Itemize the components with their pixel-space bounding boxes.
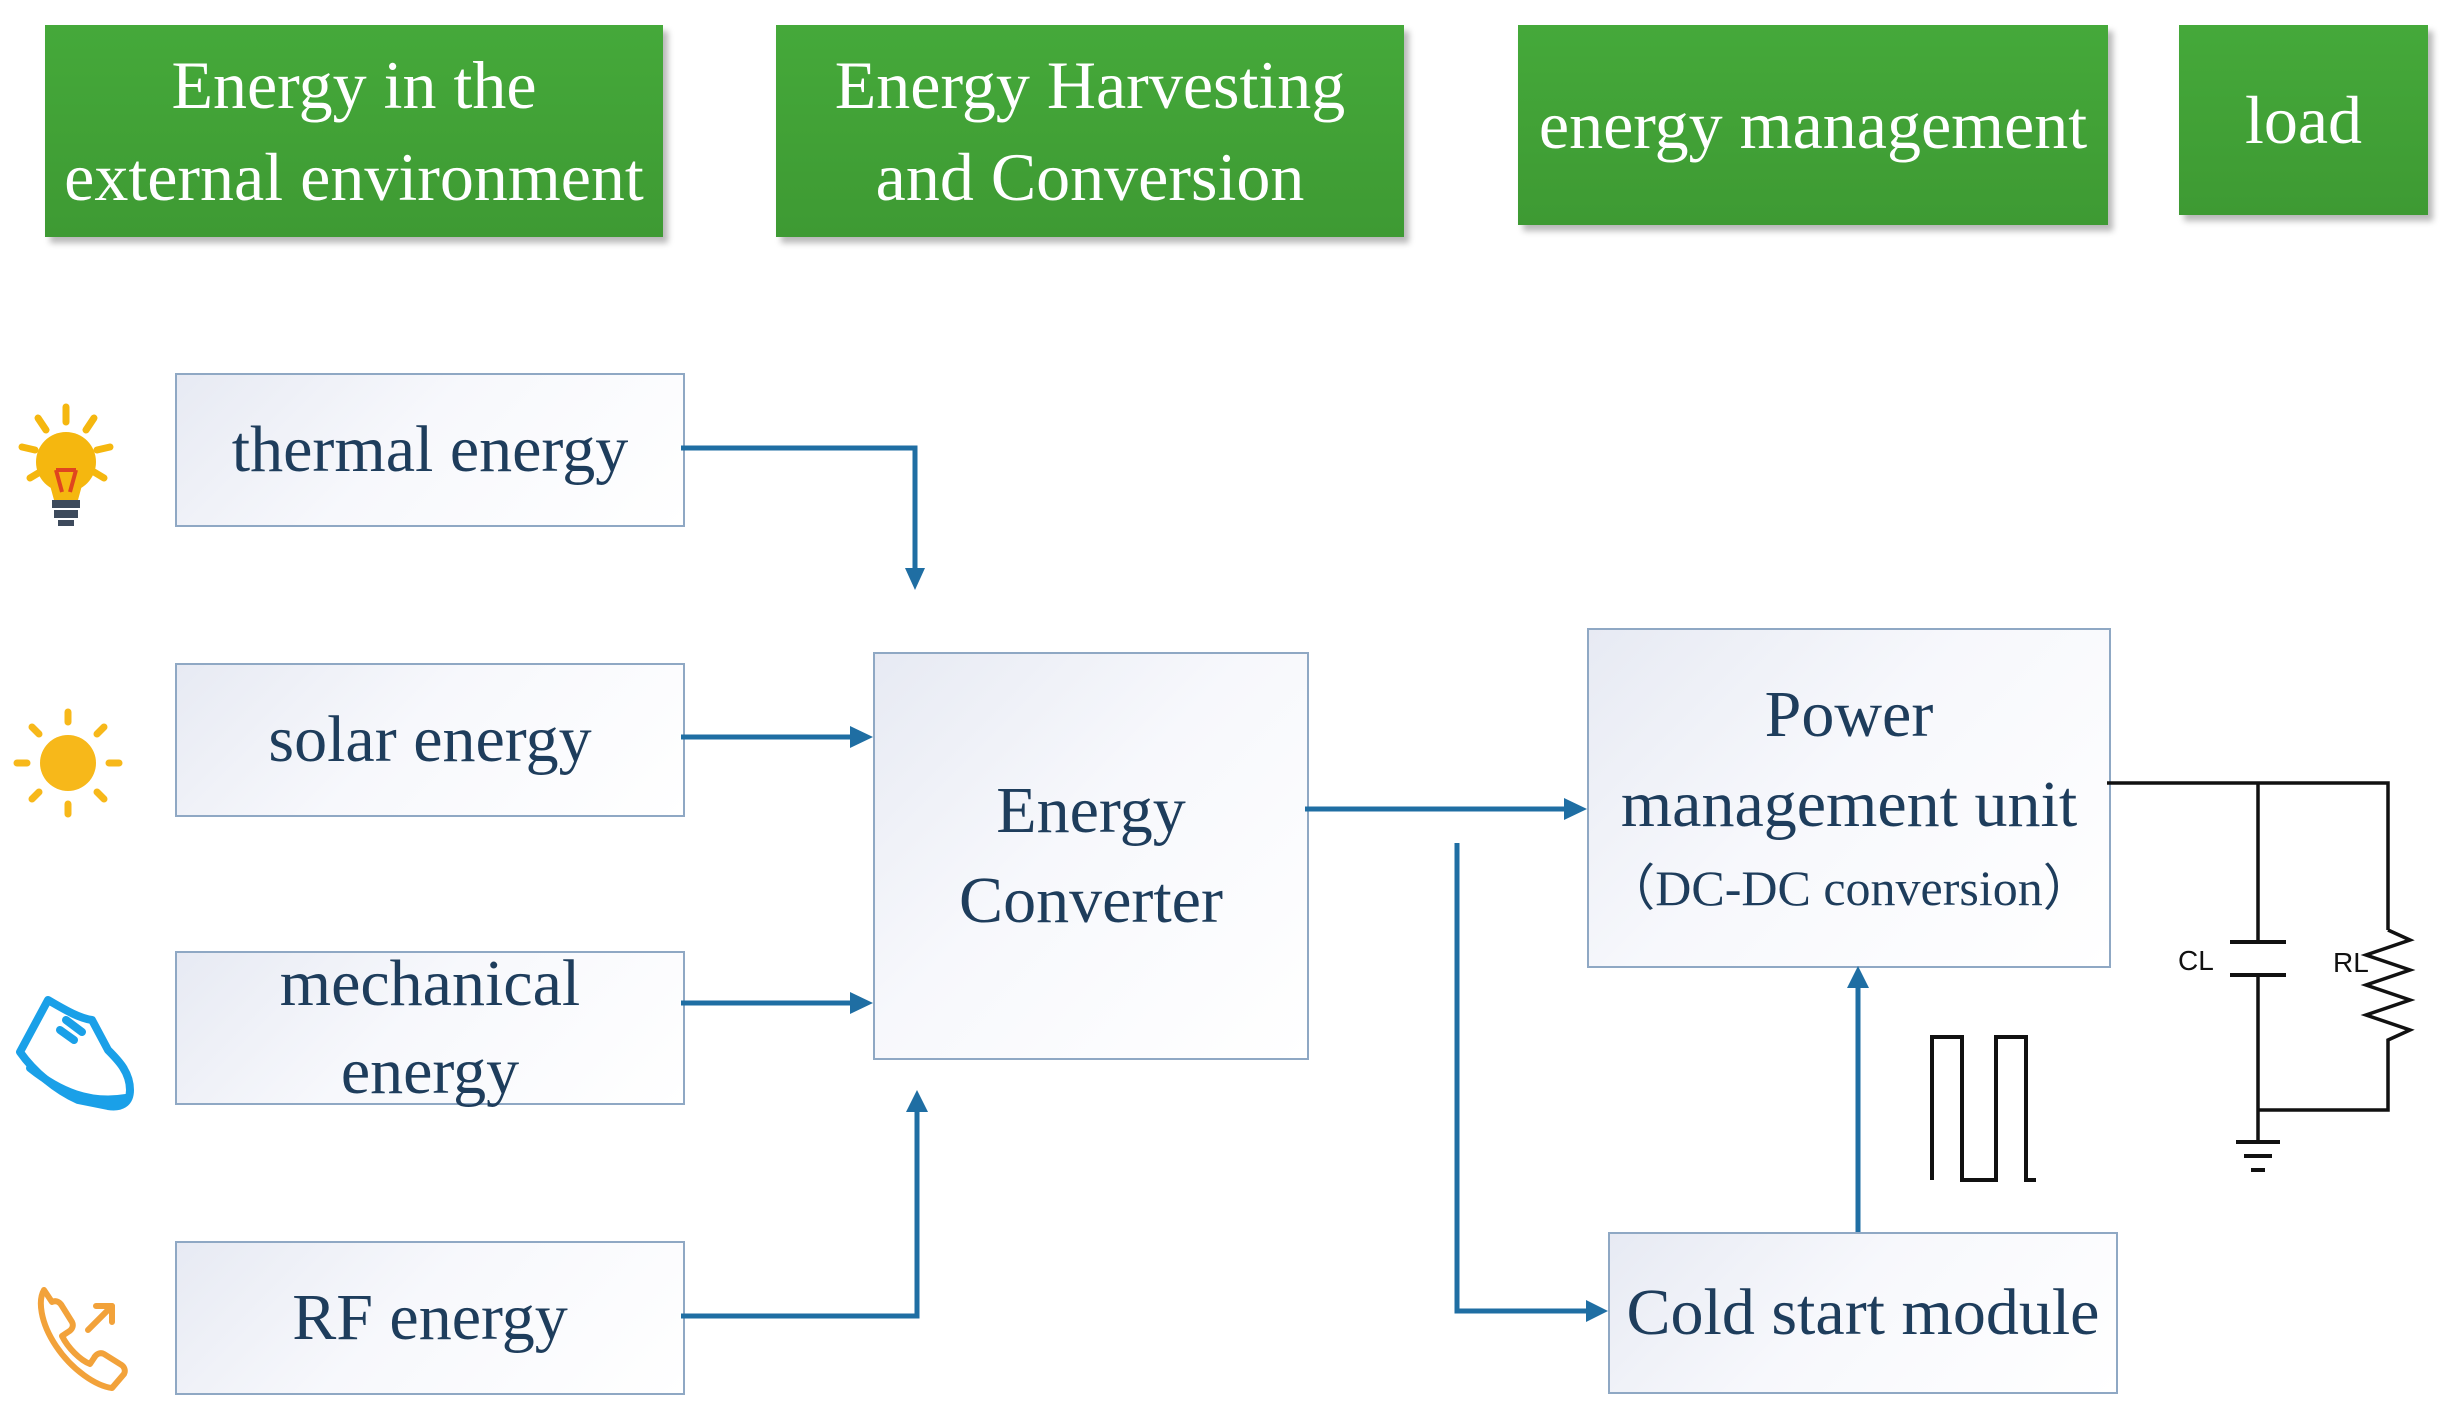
source-rf-label: RF energy [292, 1281, 568, 1354]
header-environment: Energy in the external environment [45, 25, 663, 237]
source-solar-box: solar energy [175, 663, 685, 817]
resistor-label: RL [2333, 947, 2369, 978]
arrowhead-rf [906, 1090, 928, 1112]
source-solar-label: solar energy [268, 703, 592, 776]
header-harvesting-line2: and Conversion [875, 139, 1305, 215]
energy-converter-line2: Converter [959, 864, 1223, 937]
arrowhead-mechanical [850, 992, 873, 1014]
arrowhead-cold-start [1586, 1300, 1608, 1322]
source-thermal-label: thermal energy [231, 413, 629, 486]
cold-start-module-box: Cold start module [1608, 1232, 2118, 1394]
header-management: energy management [1518, 25, 2108, 225]
source-mechanical-line1: mechanical [279, 947, 581, 1020]
source-thermal-box: thermal energy [175, 373, 685, 527]
header-load: load [2179, 25, 2428, 215]
capacitor-label: CL [2178, 945, 2214, 976]
power-management-unit-box: Power management unit （DC-DC conversion） [1587, 628, 2111, 968]
arrowhead-pmu [1564, 798, 1587, 820]
header-harvesting-line1: Energy Harvesting [834, 47, 1346, 123]
energy-converter-line1: Energy [996, 774, 1186, 847]
resistor-icon [2360, 928, 2416, 1050]
header-harvesting: Energy Harvesting and Conversion [776, 25, 1404, 237]
arrow-rf-to-converter [681, 1110, 920, 1319]
energy-converter-box: Energy Converter [873, 652, 1309, 1060]
source-mechanical-line2: energy [340, 1035, 520, 1108]
header-management-label: energy management [1538, 87, 2088, 163]
ground-icon [2236, 1140, 2280, 1172]
phone-call-icon [37, 1287, 128, 1391]
arrowhead-solar [850, 726, 873, 748]
arrowhead-thermal [905, 568, 925, 590]
pmu-line2: management unit [1620, 768, 2078, 841]
light-bulb-icon [18, 403, 114, 526]
header-load-label: load [2244, 82, 2363, 158]
capacitor-icon [2230, 940, 2286, 977]
header-environment-line2: external environment [64, 139, 644, 215]
load-circuit [2107, 781, 2390, 1140]
source-mechanical-box: mechanical energy [175, 947, 685, 1108]
arrow-thermal-to-converter [681, 445, 920, 584]
arrow-branch-to-cold-start [1454, 843, 1588, 1314]
pmu-line1: Power [1764, 678, 1934, 751]
sun-icon [13, 708, 123, 818]
arrowhead-cold-start-up [1847, 966, 1869, 988]
sneaker-icon [16, 996, 134, 1111]
header-environment-line1: Energy in the [171, 47, 537, 123]
cold-start-label: Cold start module [1626, 1276, 2100, 1349]
pulse-waveform-icon [1930, 1035, 2036, 1182]
pmu-line3: （DC-DC conversion） [1605, 860, 2093, 916]
source-rf-box: RF energy [175, 1241, 685, 1395]
